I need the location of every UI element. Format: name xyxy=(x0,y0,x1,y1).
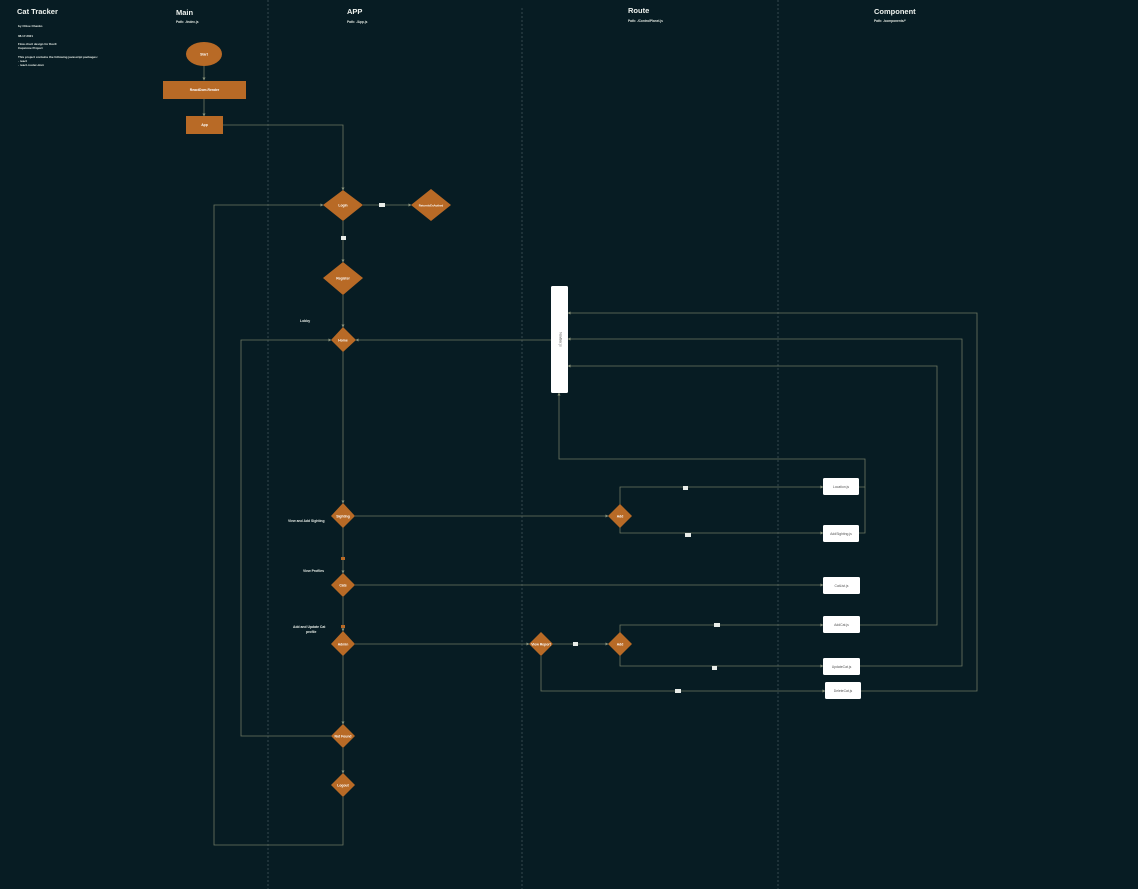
edge-label xyxy=(714,623,720,627)
app-label: App xyxy=(201,123,208,127)
column-path-main: Path: ./index.js xyxy=(176,20,199,24)
view-report-label: View Report xyxy=(531,643,551,647)
update-cat-js-label: UpdateCat.js xyxy=(832,665,852,669)
add-cat-js-box[interactable] xyxy=(823,616,860,633)
react-dom-render-node[interactable] xyxy=(163,81,246,99)
edge-addcat-navbar xyxy=(567,364,938,626)
view-report-decision[interactable] xyxy=(529,632,553,656)
sighting-decision[interactable] xyxy=(331,503,355,528)
add-admin-label: Add xyxy=(617,643,624,647)
edge-label xyxy=(683,486,688,490)
edge-label xyxy=(341,236,346,240)
column-path-app: Path: ./App.js xyxy=(347,20,368,24)
update-cat-js-box[interactable] xyxy=(823,658,860,675)
location-js-box[interactable] xyxy=(823,478,859,495)
edge-addsighting-navbar xyxy=(859,487,866,534)
return-auth-label: ReturnIsEnAuthed xyxy=(419,204,444,208)
app-node[interactable] xyxy=(186,116,223,134)
register-label: Register xyxy=(336,277,350,281)
column-path-route: Path: ./ControlPlanel.js xyxy=(628,19,663,23)
logout-label: Logout xyxy=(337,784,349,788)
register-decision[interactable] xyxy=(323,262,363,295)
login-label: Login xyxy=(338,204,347,208)
column-title-main: Main xyxy=(176,8,194,17)
view-profiles-label: View Profiles xyxy=(303,569,325,573)
not-found-label: Not Found xyxy=(335,735,352,739)
edge-app-login xyxy=(223,124,345,191)
edge-label xyxy=(341,625,345,628)
logout-decision[interactable] xyxy=(331,773,355,797)
date-text: 08.17.2021 xyxy=(18,34,34,38)
add-sighting-js-box[interactable] xyxy=(823,525,859,542)
react-dom-render-label: ReactDom.Render xyxy=(190,88,220,92)
edge-labels xyxy=(341,203,720,693)
edge-label xyxy=(573,642,578,646)
delete-cat-js-label: DeleteCat.js xyxy=(834,689,853,693)
edge-label xyxy=(379,203,385,207)
cat-list-js-label: CatList.js xyxy=(835,584,849,588)
start-node[interactable] xyxy=(186,42,222,66)
column-title-route: Route xyxy=(628,6,650,15)
edge-deletecat-navbar xyxy=(567,311,978,692)
cats-label: Cats xyxy=(339,584,346,588)
add-update-cat-label-line-1: Add and Update Cat xyxy=(293,625,326,629)
edge-add-addsighting xyxy=(619,527,824,535)
edge-add-location xyxy=(619,485,824,505)
author-text: by Chloe Chanko xyxy=(18,24,43,28)
edge-notfound-home xyxy=(240,338,332,737)
add-admin-decision[interactable] xyxy=(608,632,632,656)
edge-logout-login xyxy=(213,203,344,846)
admin-decision[interactable] xyxy=(331,631,355,656)
edge-label xyxy=(341,557,345,560)
description-line-5: - react-router-dom xyxy=(18,63,45,67)
add-update-cat-label-line-2: profile xyxy=(306,630,317,634)
location-js-label: Location.js xyxy=(833,485,850,489)
delete-cat-js-box[interactable] xyxy=(825,682,861,699)
home-label: Home xyxy=(338,339,348,343)
nav-bar-box[interactable] xyxy=(551,286,568,393)
connectors xyxy=(202,66,978,846)
description-line-4: - react xyxy=(18,59,28,63)
start-label: Start xyxy=(200,53,209,57)
cat-list-js-box[interactable] xyxy=(823,577,860,594)
nav-bar-label: NavBar.js xyxy=(559,332,563,347)
add-sighting-decision[interactable] xyxy=(608,504,632,528)
edge-label xyxy=(675,689,681,693)
view-add-sighting-label: View and Add Sighting xyxy=(288,519,325,523)
description-line-3: This project contains the following java… xyxy=(18,55,98,59)
return-auth-decision[interactable] xyxy=(411,189,451,221)
column-title-app: APP xyxy=(347,7,363,16)
add-sighting-js-label: AddSighting.js xyxy=(830,532,852,536)
description-line-2: Capstone Project xyxy=(18,46,43,50)
cats-decision[interactable] xyxy=(331,573,355,597)
description-line-1: Flow chart design for DevX xyxy=(18,42,57,46)
edge-location-navbar xyxy=(557,392,866,488)
login-decision[interactable] xyxy=(323,190,363,221)
home-decision[interactable] xyxy=(331,327,356,352)
lobby-label: Lobby xyxy=(300,319,311,323)
edge-updatecat-navbar xyxy=(567,337,963,667)
add-cat-js-label: AddCat.js xyxy=(834,623,849,627)
app-title: Cat Tracker xyxy=(17,7,58,16)
column-title-component: Component xyxy=(874,7,916,16)
edge-add-updatecat xyxy=(619,655,824,668)
column-separators xyxy=(267,0,779,889)
edge-label xyxy=(685,533,691,537)
sighting-label: Sighting xyxy=(336,515,350,519)
column-path-component: Path: ./components/* xyxy=(874,19,906,23)
edge-label xyxy=(712,666,717,670)
edge-add-addcat xyxy=(619,623,824,633)
admin-label: Admin xyxy=(338,643,349,647)
not-found-decision[interactable] xyxy=(331,724,355,748)
edge-viewreport-deletecat xyxy=(540,656,826,693)
add-sighting-label: Add xyxy=(617,515,624,519)
